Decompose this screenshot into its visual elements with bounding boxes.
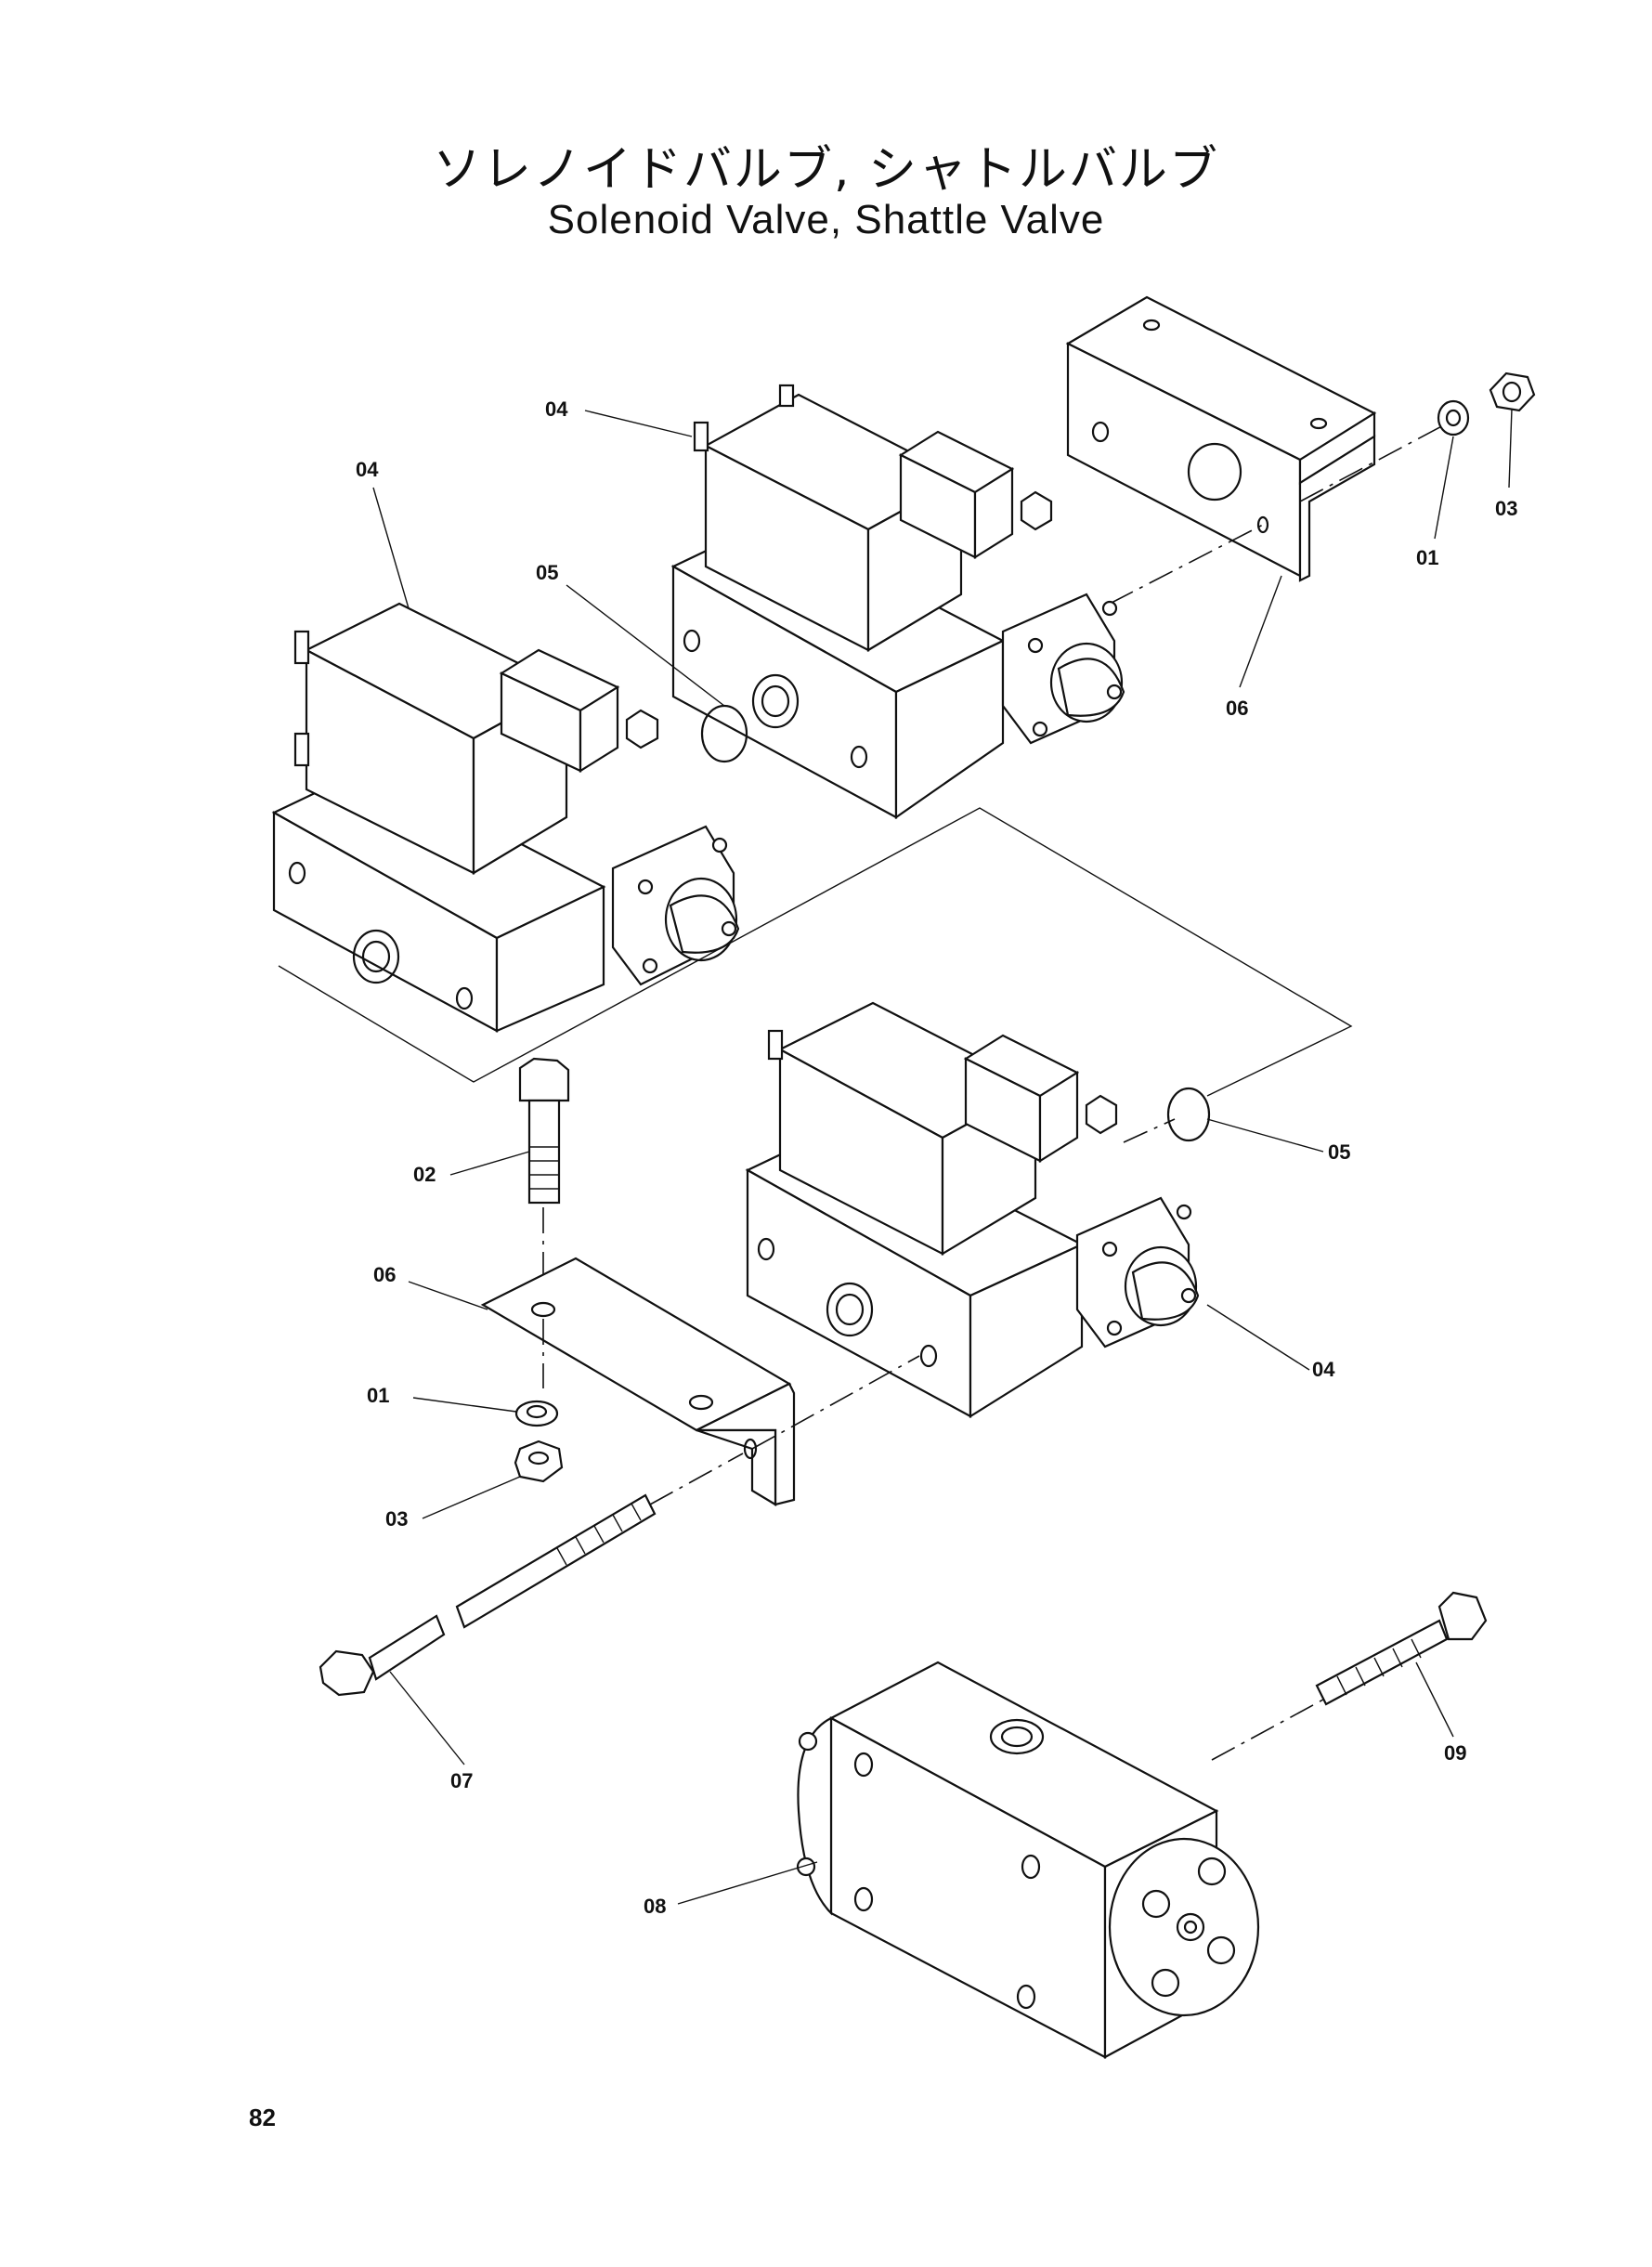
callout-06-middle: 06 <box>373 1263 396 1286</box>
nut-middle <box>514 1440 564 1483</box>
bolt-07 <box>319 1493 657 1697</box>
callout-09: 09 <box>1444 1741 1466 1765</box>
callout-03-middle: 03 <box>385 1507 408 1531</box>
mounting-plane-outline <box>278 807 1353 1097</box>
nut-top <box>1489 371 1536 412</box>
bracket-top <box>1065 295 1377 582</box>
bolt-02 <box>518 1057 570 1205</box>
solenoid-valve-middle <box>745 1001 1200 1418</box>
o-ring-middle <box>1166 1087 1211 1142</box>
callout-01-top: 01 <box>1416 546 1438 569</box>
page-number: 82 <box>249 2104 276 2131</box>
callout-03-top: 03 <box>1495 497 1517 520</box>
callout-04-top: 04 <box>545 397 568 421</box>
washer-middle <box>514 1400 559 1427</box>
callout-07: 07 <box>450 1769 473 1792</box>
axis-bolt-07 <box>649 1453 744 1505</box>
axis-bracket-to-valve <box>751 1355 920 1450</box>
axis-valve-top <box>1109 524 1264 605</box>
page-title-japanese: ソレノイドバルブ, シャトルバルブ <box>432 142 1220 198</box>
callout-06-top: 06 <box>1226 697 1248 720</box>
callout-05-middle: 05 <box>1328 1140 1350 1164</box>
washer-top <box>1437 399 1470 436</box>
axis-o-ring-mid <box>1123 1118 1176 1143</box>
callout-08: 08 <box>644 1895 666 1918</box>
solenoid-valve-top <box>670 384 1125 820</box>
axis-bracket-top <box>1299 422 1450 502</box>
axis-bolt-09 <box>1211 1699 1324 1761</box>
leader-lines <box>372 408 1513 1905</box>
callout-01-middle: 01 <box>367 1384 389 1407</box>
page-title-english: Solenoid Valve, Shattle Valve <box>547 197 1105 242</box>
bolt-09 <box>1315 1591 1488 1706</box>
callout-02: 02 <box>413 1163 436 1186</box>
callout-05-top: 05 <box>536 561 558 584</box>
callout-labels: 04 04 05 01 03 06 02 05 06 01 03 04 07 0… <box>356 397 1517 1918</box>
bracket-middle <box>480 1257 796 1506</box>
shuttle-valve-08 <box>796 1661 1260 2059</box>
callout-04-middle: 04 <box>1312 1358 1335 1381</box>
solenoid-valve-left <box>271 602 740 1033</box>
callout-04-left: 04 <box>356 458 379 481</box>
